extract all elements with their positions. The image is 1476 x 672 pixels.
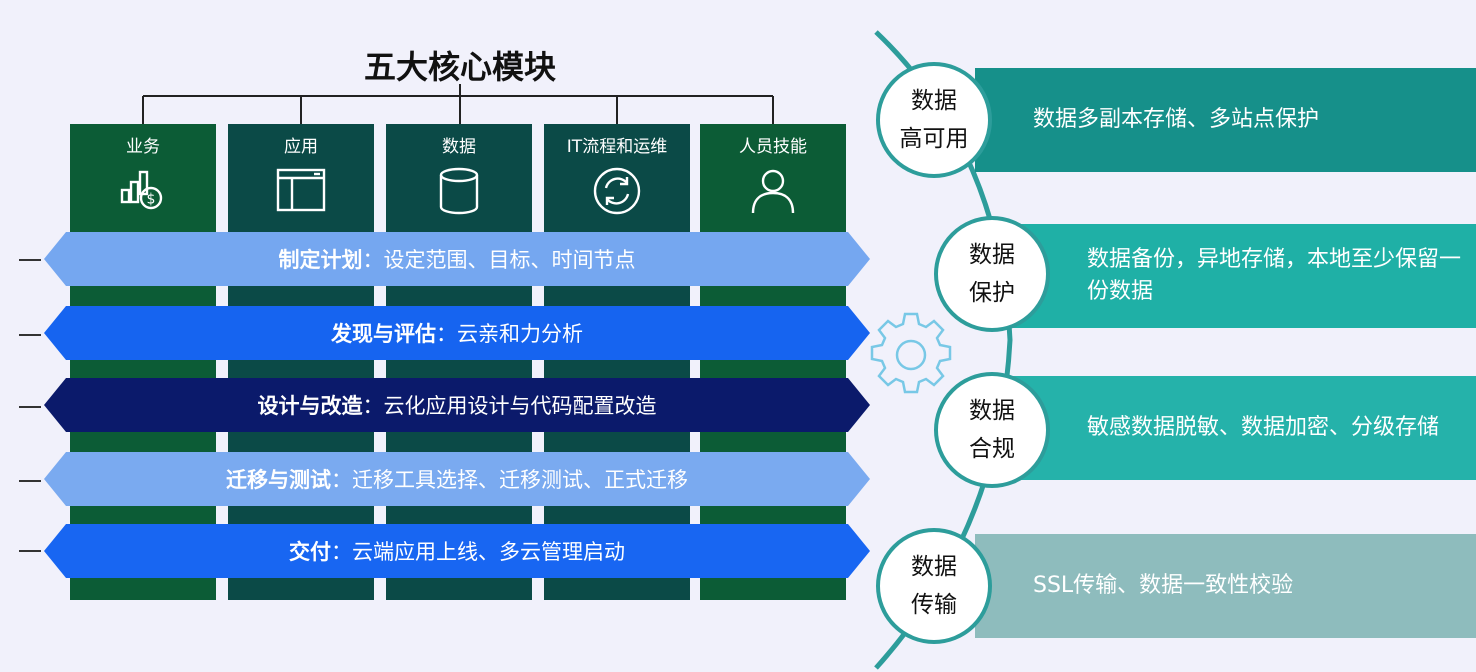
data-bar-compliance: 敏感数据脱敏、数据加密、分级存储 [975, 376, 1476, 480]
stage-desc: 云端应用上线、多云管理启动 [352, 540, 625, 564]
circle-line2: 保护 [969, 280, 1015, 306]
database-icon [439, 167, 479, 215]
data-desc: 敏感数据脱敏、数据加密、分级存储 [1087, 415, 1440, 440]
gear-icon [870, 312, 952, 394]
stage-marker [19, 259, 41, 261]
module-label: 业务 [126, 137, 160, 157]
circle-line1: 数据 [969, 242, 1015, 268]
svg-text:$: $ [147, 192, 156, 208]
data-bar-transfer: SSL传输、数据一致性校验 [975, 534, 1476, 638]
circle-line1: 数据 [969, 398, 1015, 424]
module-label: 数据 [442, 137, 476, 157]
module-label: IT流程和运维 [566, 137, 668, 157]
data-circle-compliance: 数据合规 [934, 372, 1050, 488]
stage-sep: ： [362, 394, 384, 418]
stage-sep: ： [436, 322, 457, 346]
stage-marker [19, 480, 41, 482]
stage-sep: ： [331, 540, 352, 564]
stage-name: 交付 [289, 540, 331, 564]
data-bar-availability: 数据多副本存储、多站点保护 [975, 68, 1476, 172]
stage-deliver: 交付 ： 云端应用上线、多云管理启动 [44, 524, 870, 578]
stage-marker [19, 334, 41, 336]
stage-name: 迁移与测试 [226, 468, 331, 492]
circle-line1: 数据 [911, 554, 957, 580]
stage-marker [19, 550, 41, 552]
data-desc: SSL传输、数据一致性校验 [1033, 573, 1294, 598]
person-icon [751, 169, 795, 214]
data-circle-protection: 数据保护 [934, 216, 1050, 332]
data-bar-protection: 数据备份，异地存储，本地至少保留一份数据 [975, 224, 1476, 328]
circle-line2: 高可用 [899, 126, 969, 152]
circle-line2: 传输 [911, 592, 957, 618]
data-desc: 数据多副本存储、多站点保护 [1033, 107, 1320, 132]
stage-migrate: 迁移与测试 ： 迁移工具选择、迁移测试、正式迁移 [44, 452, 870, 506]
data-circle-transfer: 数据传输 [876, 528, 992, 644]
module-column-business: 业务 $ [70, 124, 216, 600]
stage-discover: 发现与评估 ： 云亲和力分析 [44, 306, 870, 360]
circle-line2: 合规 [969, 436, 1015, 462]
stage-name: 制定计划 [278, 248, 363, 272]
refresh-cycle-icon [593, 167, 641, 215]
diagram-title: 五大核心模块 [363, 48, 556, 86]
data-desc: 数据备份，异地存储，本地至少保留一份数据 [1087, 247, 1462, 304]
stage-name: 发现与评估 [331, 322, 436, 346]
module-label: 应用 [284, 137, 318, 157]
app-window-icon [276, 168, 326, 212]
stage-marker [19, 406, 41, 408]
coins-chart-icon: $ [120, 170, 163, 210]
data-circle-availability: 数据高可用 [876, 62, 992, 178]
stage-desc: 迁移工具选择、迁移测试、正式迁移 [352, 468, 688, 492]
circle-line1: 数据 [911, 88, 957, 114]
module-label: 人员技能 [739, 137, 807, 157]
stage-desc: 云亲和力分析 [457, 322, 583, 346]
stage-sep: ： [331, 468, 352, 492]
stage-name: 设计与改造 [257, 394, 363, 418]
stage-desc: 云化应用设计与代码配置改造 [383, 394, 657, 418]
stage-desc: 设定范围、目标、时间节点 [383, 248, 636, 272]
stage-plan: 制定计划 ： 设定范围、目标、时间节点 [44, 232, 870, 286]
stage-sep: ： [362, 248, 384, 272]
stage-design: 设计与改造 ： 云化应用设计与代码配置改造 [44, 378, 870, 432]
